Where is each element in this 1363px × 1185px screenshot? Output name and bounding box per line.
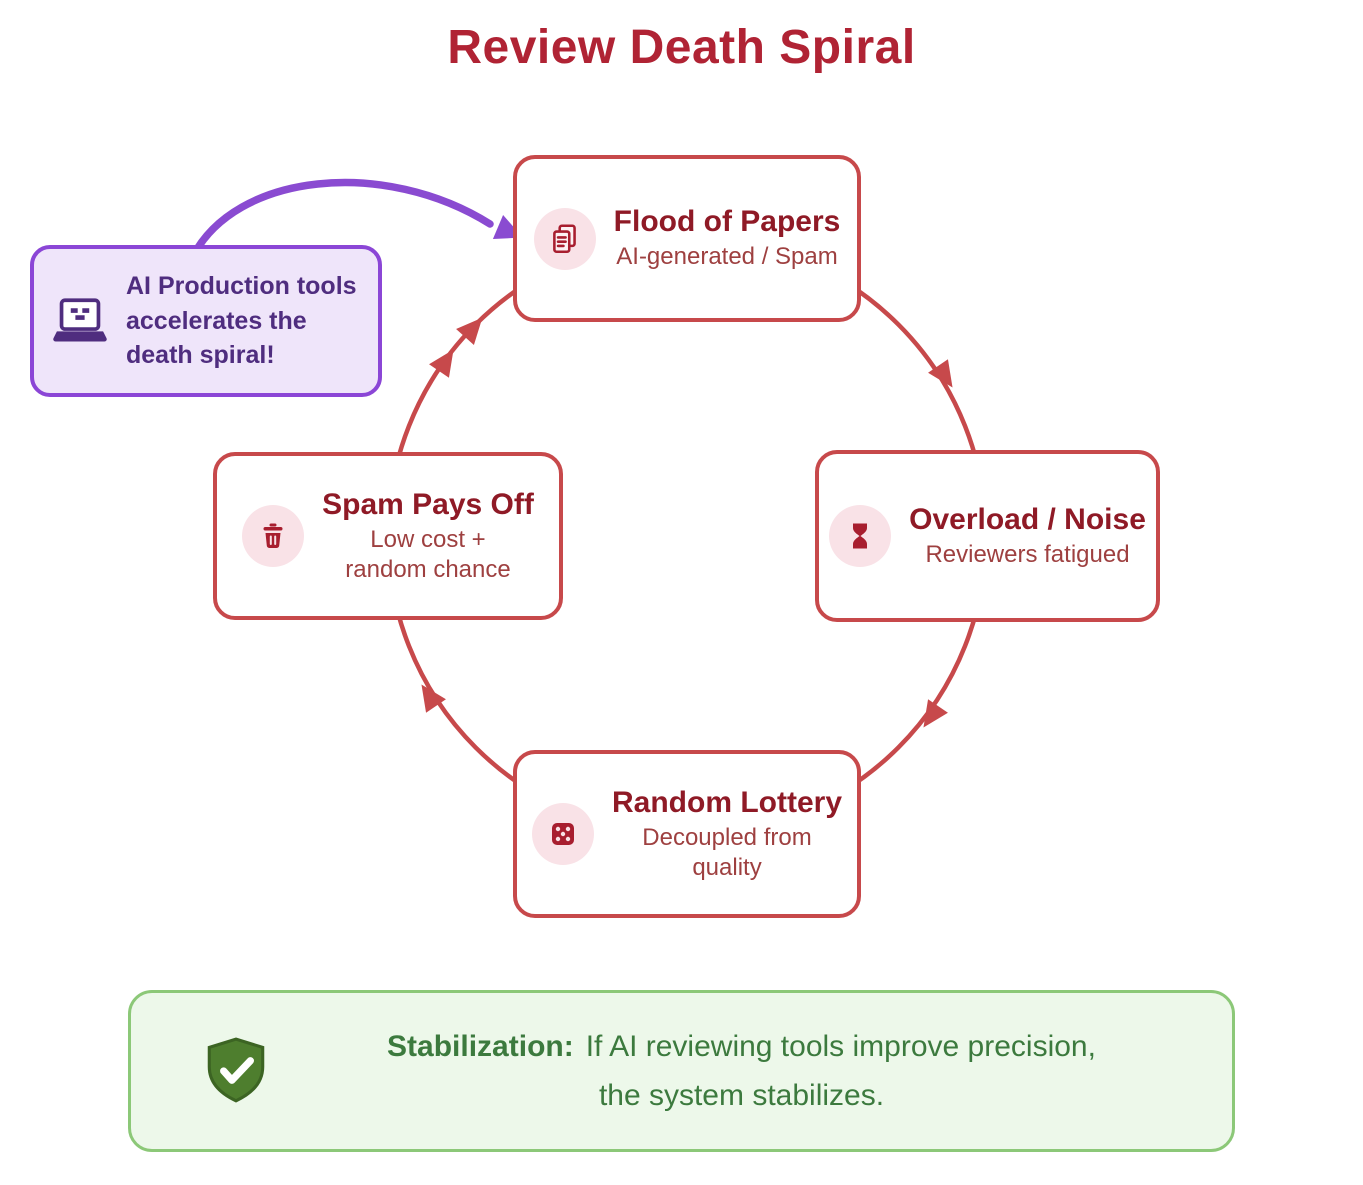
node-title: Flood of Papers xyxy=(613,205,841,238)
arrowhead-flood-to-overload xyxy=(928,359,953,388)
ai-tools-callout: AI Production tools accelerates the deat… xyxy=(30,245,382,397)
stabilization-label: Stabilization: xyxy=(387,1029,574,1063)
node-random-lottery: Random Lottery Decoupled from quality xyxy=(513,750,861,918)
node-subtitle: AI-generated / Spam xyxy=(616,243,838,270)
node-subtitle: Low cost + random chance xyxy=(345,525,511,583)
hourglass-icon xyxy=(829,505,892,567)
node-subtitle: Decoupled from quality xyxy=(642,823,812,881)
node-title: Overload / Noise xyxy=(909,502,1146,536)
node-flood-of-papers: Flood of Papers AI-generated / Spam xyxy=(513,155,861,322)
shield-check-icon xyxy=(207,1037,265,1103)
node-lottery-text: Random Lottery Decoupled from quality xyxy=(612,786,842,883)
stabilization-line2: the system stabilizes. xyxy=(598,1079,885,1112)
callout-line: accelerates the xyxy=(126,306,307,335)
trash-icon xyxy=(242,505,305,567)
papers-icon xyxy=(533,207,596,270)
trash-icon-glyph xyxy=(263,523,283,548)
ai-laptop-icon xyxy=(53,298,107,342)
node-overload-text: Overload / Noise Reviewers fatigued xyxy=(909,503,1146,570)
node-flood-text: Flood of Papers AI-generated / Spam xyxy=(614,205,841,272)
stabilization-text: Stabilization: If AI reviewing tools impr… xyxy=(301,1022,1182,1121)
node-title: Spam Pays Off xyxy=(322,487,534,521)
dice-icon xyxy=(532,803,594,865)
stabilization-banner: Stabilization: If AI reviewing tools impr… xyxy=(128,990,1235,1152)
dice-icon-glyph xyxy=(552,823,574,845)
arrowhead-lottery-to-spam xyxy=(421,684,446,713)
ai-accelerator-arrow xyxy=(188,178,494,262)
papers-icon-glyph xyxy=(552,223,576,253)
ai-tools-callout-text: AI Production tools accelerates the deat… xyxy=(126,269,357,373)
callout-line: death spiral! xyxy=(126,341,275,370)
node-spam-text: Spam Pays Off Low cost + random chance xyxy=(322,488,534,585)
hourglass-icon-glyph xyxy=(853,523,868,549)
node-spam-pays-off: Spam Pays Off Low cost + random chance xyxy=(213,452,563,620)
stabilization-line1: If AI reviewing tools improve precision, xyxy=(585,1029,1096,1063)
node-title: Random Lottery xyxy=(612,785,843,819)
node-overload-noise: Overload / Noise Reviewers fatigued xyxy=(815,450,1160,622)
arrowhead-overload-to-lottery xyxy=(923,699,948,728)
page-title: Review Death Spiral xyxy=(447,21,916,74)
callout-line: AI Production tools xyxy=(126,272,357,301)
node-subtitle: Reviewers fatigued xyxy=(925,540,1130,568)
arrowhead-spam-to-flood xyxy=(429,349,454,378)
arrowhead-spam-to-flood-2 xyxy=(456,317,483,346)
